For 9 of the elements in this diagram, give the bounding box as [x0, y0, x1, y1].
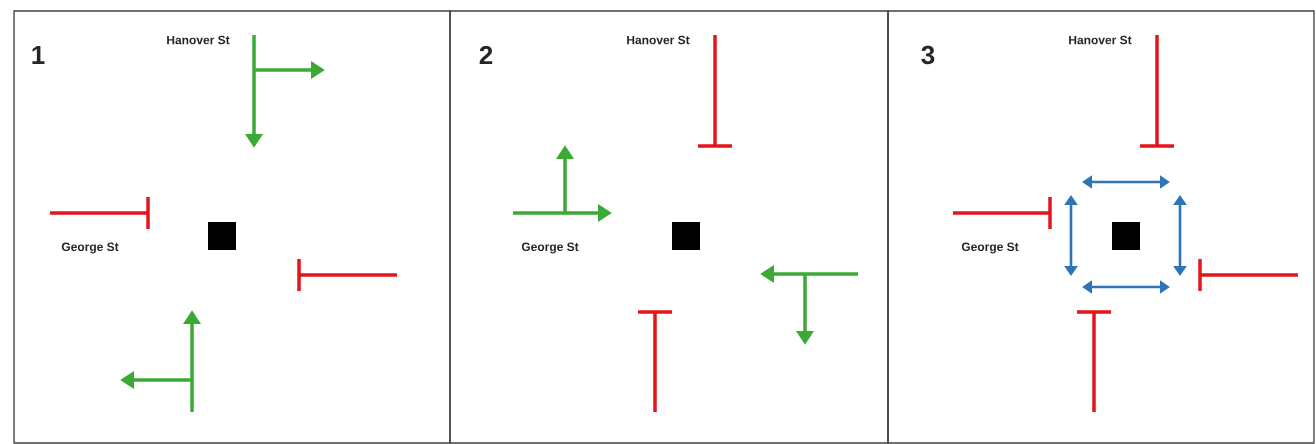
- street-name: George St: [961, 242, 1019, 254]
- street-name: George St: [521, 242, 579, 254]
- street-name: Hanover St: [627, 35, 690, 45]
- phase-number: 2: [479, 45, 493, 65]
- street-name: Hanover St: [1069, 35, 1132, 45]
- street-name: Hanover St: [167, 35, 230, 45]
- street-name: George St: [61, 242, 119, 254]
- phase-number: 3: [921, 45, 935, 65]
- phase-number: 1: [32, 46, 45, 64]
